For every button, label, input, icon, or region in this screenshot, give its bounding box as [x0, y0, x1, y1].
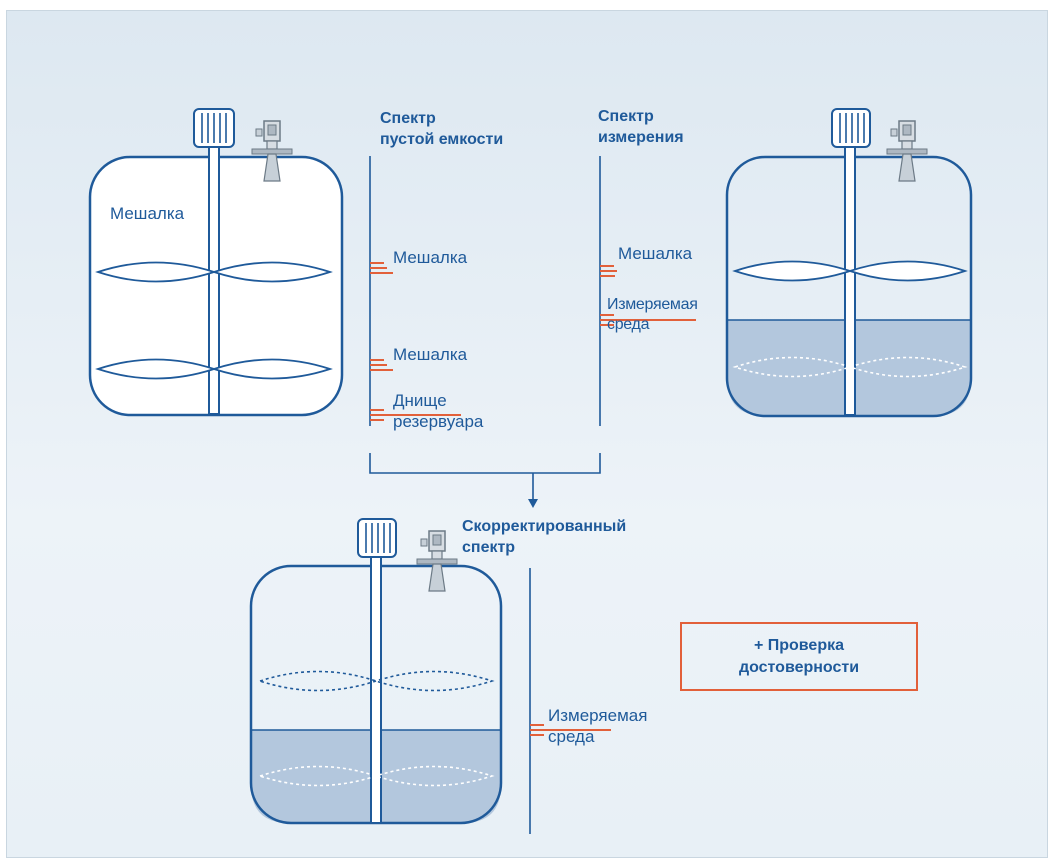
label-corrected-medium: Измеряемая среда [548, 706, 648, 746]
heading-measurement-spectrum: Спектр измерения [598, 108, 684, 146]
spectrum-axes [369, 156, 601, 834]
tank-measurement [725, 108, 973, 418]
diagram-graphics [88, 108, 973, 834]
echo-markers [370, 262, 696, 736]
validation-box: + Проверка достоверности [680, 622, 918, 691]
tank-corrected [249, 518, 503, 825]
label-tank-agitator: Мешалка [110, 204, 185, 223]
label-measurement-agitator: Мешалка [618, 244, 693, 263]
label-empty-agitator-2: Мешалка [393, 345, 468, 364]
diagram-canvas: Спектр пустой емкости Спектр измерения С… [6, 10, 1048, 858]
label-empty-agitator-1: Мешалка [393, 248, 468, 267]
down-arrow-icon [528, 499, 538, 508]
label-empty-tank-bottom: Днище резервуара [393, 391, 484, 431]
heading-empty-spectrum: Спектр пустой емкости [380, 110, 504, 148]
label-measurement-medium: Измеряемая среда [607, 296, 698, 333]
tank-empty [88, 108, 344, 417]
heading-corrected-spectrum: Скорректированный спектр [462, 518, 627, 556]
